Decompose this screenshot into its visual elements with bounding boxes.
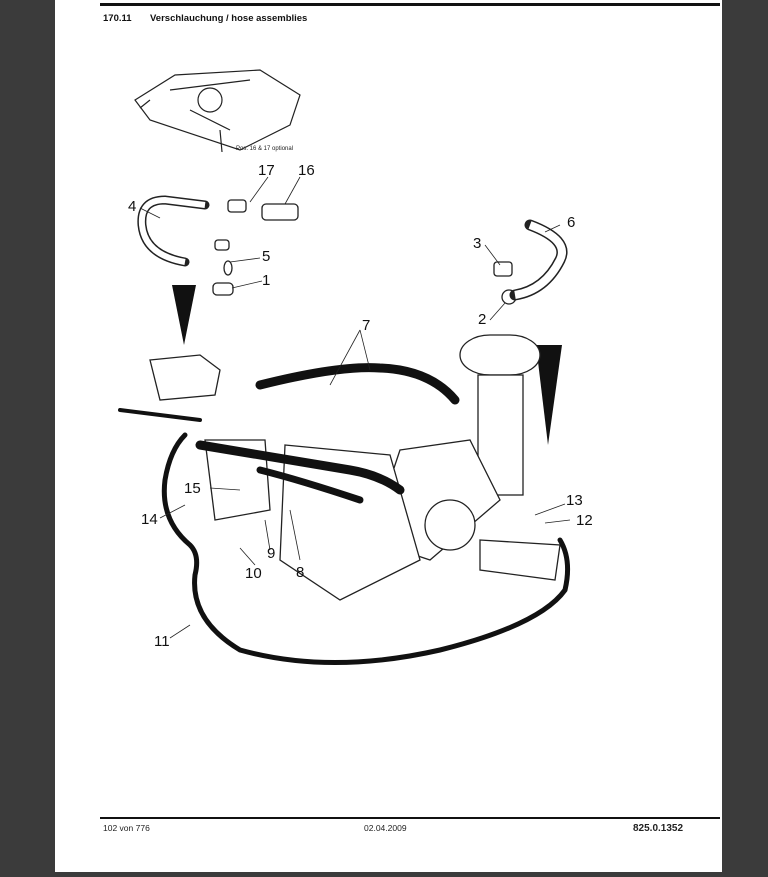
callout-3: 3 — [473, 235, 481, 252]
hose-lines — [118, 363, 571, 665]
callout-7: 7 — [362, 317, 370, 334]
callout-2: 2 — [478, 311, 486, 328]
hose-part-4 — [137, 195, 210, 267]
leader-lines — [139, 176, 571, 639]
arrow-down-right — [536, 345, 562, 445]
callout-9: 9 — [267, 545, 275, 562]
optional-note: Pos. 16 & 17 optional — [236, 146, 293, 152]
callout-8: 8 — [296, 564, 304, 581]
callout-6: 6 — [567, 214, 575, 231]
fittings — [212, 199, 517, 305]
callout-14: 14 — [141, 511, 158, 528]
document-page: 170.11 Verschlauchung / hose assemblies … — [55, 0, 722, 872]
header-rule — [100, 3, 720, 6]
viewer-background-right — [722, 0, 768, 877]
callout-12: 12 — [576, 512, 593, 529]
arrow-down-left — [172, 285, 196, 345]
page-counter: 102 von 776 — [103, 823, 150, 833]
callout-17: 17 — [258, 162, 275, 179]
hose-part-4-inner — [138, 196, 206, 265]
footer-rule — [100, 817, 720, 819]
callout-4: 4 — [128, 198, 136, 215]
callout-16: 16 — [298, 162, 315, 179]
callout-13: 13 — [566, 492, 583, 509]
callout-5: 5 — [262, 248, 270, 265]
document-date: 02.04.2009 — [364, 823, 407, 833]
section-title: Verschlauchung / hose assemblies — [150, 13, 308, 24]
document-number: 825.0.1352 — [633, 823, 684, 834]
callout-15: 15 — [184, 480, 201, 497]
machine-overview-thumbnail — [134, 69, 301, 153]
callout-1: 1 — [262, 272, 270, 289]
section-number: 170.11 — [103, 13, 132, 24]
callout-11: 11 — [154, 633, 170, 650]
callout-10: 10 — [245, 565, 262, 582]
